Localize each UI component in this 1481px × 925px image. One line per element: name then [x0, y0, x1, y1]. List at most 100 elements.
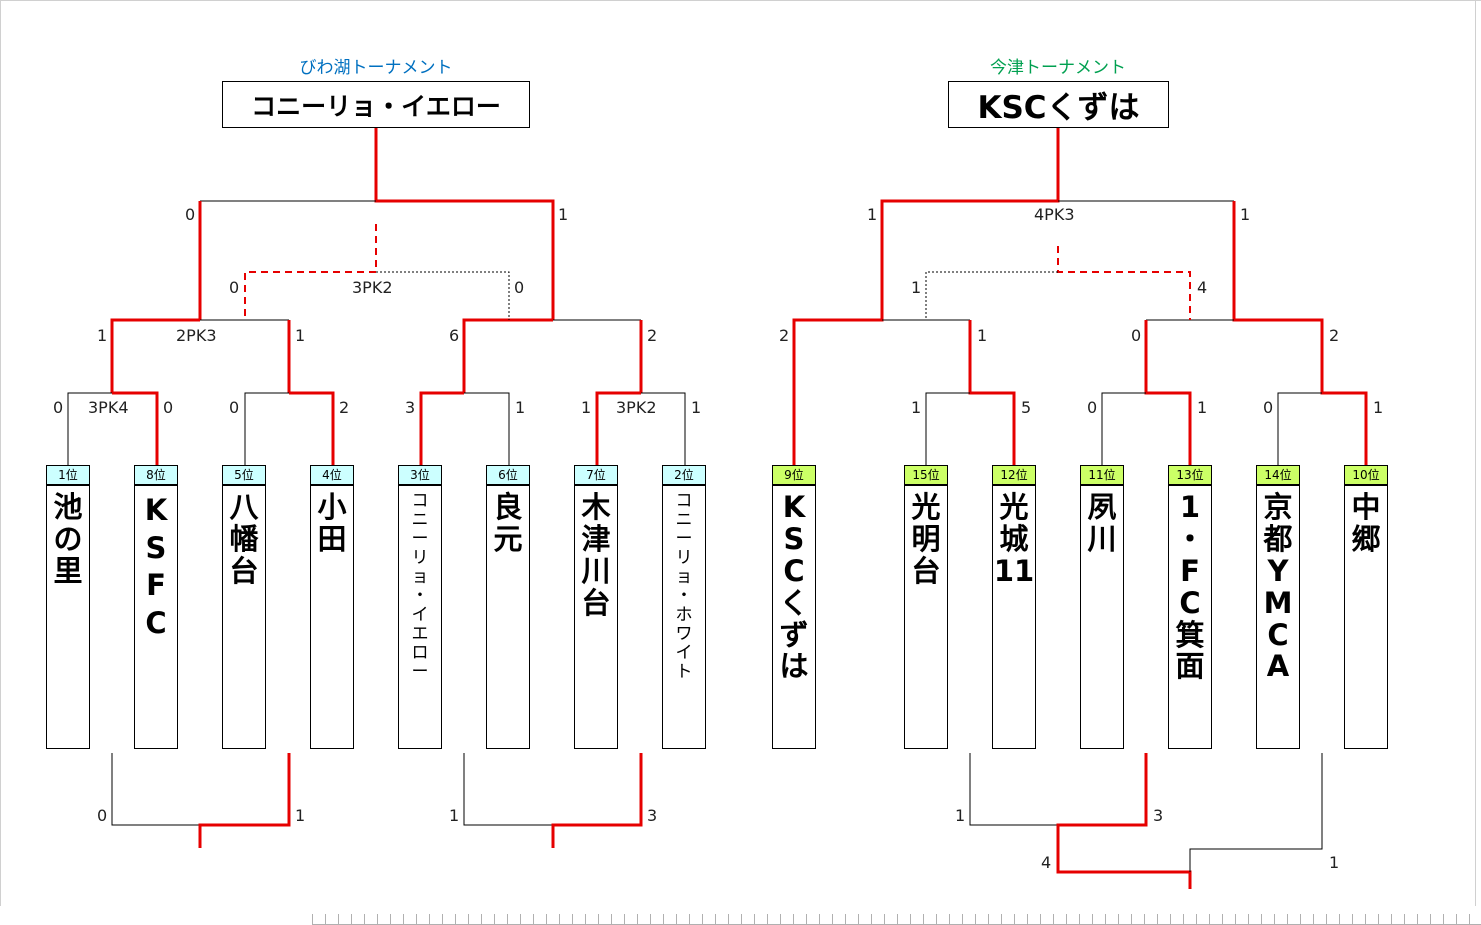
score: 0: [1087, 398, 1098, 417]
score: 1: [295, 806, 306, 825]
imazu-third-dashed: [1057, 246, 1191, 320]
biwako-team-5: コニーリョ・イエロー: [398, 485, 442, 749]
biwako-team-8: コニーリョ・ホワイト: [662, 485, 706, 749]
score: 1: [515, 398, 526, 417]
score: 2PK3: [176, 326, 217, 345]
score: 1: [911, 278, 922, 297]
imazu-rank-6: 14位: [1256, 465, 1300, 485]
biwako-rank-3: 5位: [222, 465, 266, 485]
score: 1: [97, 326, 108, 345]
biwako-r1-m4-winner: [595, 391, 641, 465]
imazu-team-7: 中郷: [1344, 485, 1388, 749]
biwako-r1-m2-winner: [289, 391, 335, 465]
biwako-team-3: 八幡台: [222, 485, 266, 749]
team-name-char: の: [53, 521, 83, 556]
imazu-third-dotted: [925, 271, 1058, 320]
biwako-team-1: 池の里: [46, 485, 90, 749]
score: 0: [1131, 326, 1142, 345]
score: 1: [867, 205, 878, 224]
score: 4: [1041, 853, 1052, 872]
biwako-rank-8: 2位: [662, 465, 706, 485]
imazu-team-4: 夙川: [1080, 485, 1124, 749]
biwako-sf2-winner-line: [462, 318, 553, 393]
biwako-r1-m3-bar: [464, 392, 510, 465]
score: 1: [955, 806, 966, 825]
imazu-rank-5: 13位: [1168, 465, 1212, 485]
biwako-r1-m3-winner: [419, 391, 464, 465]
imazu-rank-3: 12位: [992, 465, 1036, 485]
score: 3: [405, 398, 416, 417]
score: 1: [977, 326, 988, 345]
imazu-champion-box: KSCくずは: [948, 81, 1169, 128]
score: 0: [185, 205, 196, 224]
score: 1: [295, 326, 306, 345]
imazu-rank-7: 10位: [1344, 465, 1388, 485]
biwako-sf1-winner-line: [110, 318, 200, 393]
biwako-team-6: 良元: [486, 485, 530, 749]
score: 2: [1329, 326, 1340, 345]
score: 0: [514, 278, 525, 297]
biwako-third-dotted: [376, 271, 510, 320]
score: 3PK2: [352, 278, 393, 297]
team-name-char: 池: [53, 490, 83, 524]
imazu-title: 今津トーナメント: [990, 58, 1126, 78]
score: 0: [163, 398, 174, 417]
score: 4: [1197, 278, 1208, 297]
score: 3: [647, 806, 658, 825]
score: 3PK4: [88, 398, 129, 417]
score: 3PK2: [616, 398, 657, 417]
biwako-cons1-winner: [198, 753, 291, 848]
score: 1: [558, 205, 569, 224]
biwako-rank-6: 6位: [486, 465, 530, 485]
imazu-sf2-left: [1144, 320, 1192, 465]
score: 1: [911, 398, 922, 417]
score: 1: [1329, 853, 1340, 872]
biwako-cons2-winner: [551, 753, 643, 848]
biwako-champion-line: [374, 128, 555, 320]
score: 0: [53, 398, 64, 417]
imazu-final-right-line: [1232, 201, 1368, 465]
biwako-cons1-bar: [111, 753, 200, 826]
score: 3: [1153, 806, 1164, 825]
imazu-r1-m1-bar: [925, 392, 970, 465]
imazu-champion-line: [792, 128, 1060, 465]
imazu-rank-2: 15位: [904, 465, 948, 485]
team-name-char: 里: [53, 553, 83, 588]
score: 4PK3: [1034, 205, 1075, 224]
imazu-team-2: 光明台: [904, 485, 948, 749]
biwako-team-4: 小田: [310, 485, 354, 749]
score: 1: [449, 806, 460, 825]
score: 0: [229, 398, 240, 417]
score: 1: [1197, 398, 1208, 417]
biwako-r1-m1-winner: [112, 391, 159, 465]
biwako-cons2-bar: [463, 753, 553, 826]
biwako-team-7: 木津川台: [574, 485, 618, 749]
biwako-rank-1: 1位: [46, 465, 90, 485]
imazu-r1-m3-bar: [1277, 392, 1322, 465]
biwako-r1-m2-bar: [244, 392, 289, 465]
score: 0: [97, 806, 108, 825]
imazu-rank-1: 9位: [772, 465, 816, 485]
imazu-cons2-bar: [1189, 753, 1323, 872]
imazu-rank-4: 11位: [1080, 465, 1124, 485]
imazu-sf1-right: [968, 320, 1016, 465]
score: 1: [1373, 398, 1384, 417]
score: 2: [339, 398, 350, 417]
biwako-champion-box: コニーリョ・イエロー: [222, 81, 530, 128]
score: 5: [1021, 398, 1032, 417]
biwako-r1-m4-bar: [641, 392, 686, 465]
imazu-r1-m2-bar: [1101, 392, 1146, 465]
biwako-title: びわ湖トーナメント: [299, 58, 453, 78]
sheet-ruler-strip: [312, 914, 1481, 925]
score: 1: [581, 398, 592, 417]
biwako-rank-4: 4位: [310, 465, 354, 485]
score: 2: [779, 326, 790, 345]
score: 0: [229, 278, 240, 297]
biwako-third-dashed: [244, 224, 377, 320]
